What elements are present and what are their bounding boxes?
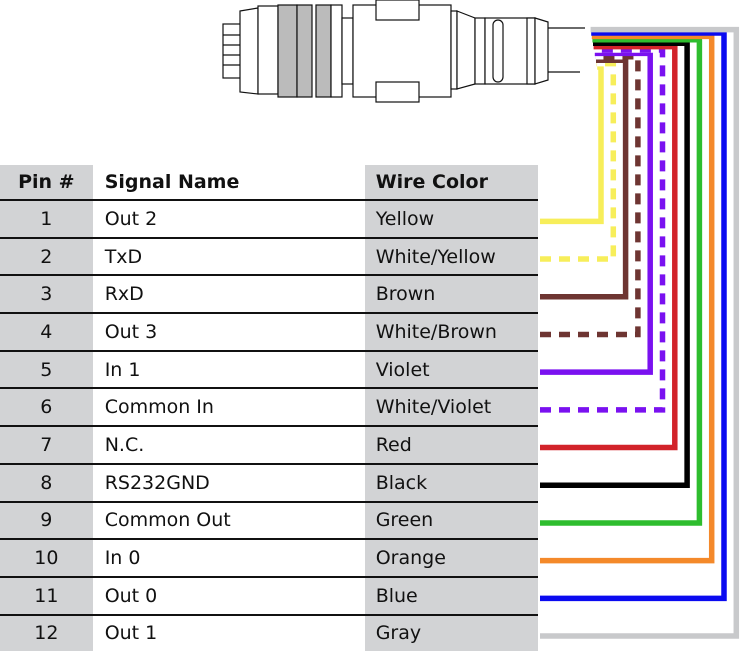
wire-white-yellow	[540, 60, 617, 262]
wire-black	[540, 40, 690, 488]
pin-cell: 2	[0, 236, 93, 276]
wire-red	[540, 43, 678, 451]
pin-cell: 12	[0, 613, 93, 652]
pin-cell: 8	[0, 462, 93, 502]
header-color: Wire Color	[364, 165, 538, 200]
wire-color-cell: Gray	[364, 613, 538, 652]
pin-cell: 3	[0, 274, 93, 314]
pin-cell: 4	[0, 312, 93, 351]
wire-color-cell: White/Violet	[364, 387, 538, 427]
pin-cell: 9	[0, 500, 93, 540]
table-header: Pin # Signal Name Wire Color	[0, 165, 538, 200]
signal-cell: Out 2	[92, 199, 365, 238]
wire-color-cell: Orange	[364, 538, 538, 577]
pin-cell: 1	[0, 199, 93, 238]
pin-cell: 7	[0, 425, 93, 464]
wire-yellow	[540, 64, 604, 225]
wire-white-violet	[540, 47, 666, 413]
wire-color-cell: Brown	[364, 274, 538, 314]
signal-cell: In 1	[92, 349, 365, 389]
wire-gray	[540, 26, 740, 639]
signal-cell: TxD	[92, 236, 365, 276]
header-signal: Signal Name	[92, 165, 365, 200]
wire-color-cell: Violet	[364, 349, 538, 389]
signal-cell: RxD	[92, 274, 365, 314]
connector-icon	[222, 0, 585, 103]
wire-color-cell: White/Brown	[364, 312, 538, 351]
wire-brown	[540, 57, 629, 300]
wire-color-cell: Red	[364, 425, 538, 464]
signal-cell: Out 1	[92, 613, 365, 652]
pin-cell: 6	[0, 387, 93, 427]
wire-color-cell: Yellow	[364, 199, 538, 238]
wire-color-cell: Green	[364, 500, 538, 540]
pin-cell: 5	[0, 349, 93, 389]
wire-blue	[540, 30, 727, 602]
wire-color-cell: White/Yellow	[364, 236, 538, 276]
signal-cell: Out 3	[92, 312, 365, 351]
signal-cell: Common In	[92, 387, 365, 427]
wire-color-cell: Blue	[364, 575, 538, 615]
header-pin: Pin #	[0, 165, 93, 200]
wire-green	[540, 37, 703, 526]
wire-white-brown	[540, 54, 641, 338]
wire-violet	[540, 50, 653, 375]
wire-orange	[540, 33, 715, 564]
pin-cell: 10	[0, 538, 93, 577]
signal-cell: Out 0	[92, 575, 365, 615]
signal-cell: Common Out	[92, 500, 365, 540]
pin-cell: 11	[0, 575, 93, 615]
signal-cell: N.C.	[92, 425, 365, 464]
wire-color-cell: Black	[364, 462, 538, 502]
signal-cell: RS232GND	[92, 462, 365, 502]
signal-cell: In 0	[92, 538, 365, 577]
